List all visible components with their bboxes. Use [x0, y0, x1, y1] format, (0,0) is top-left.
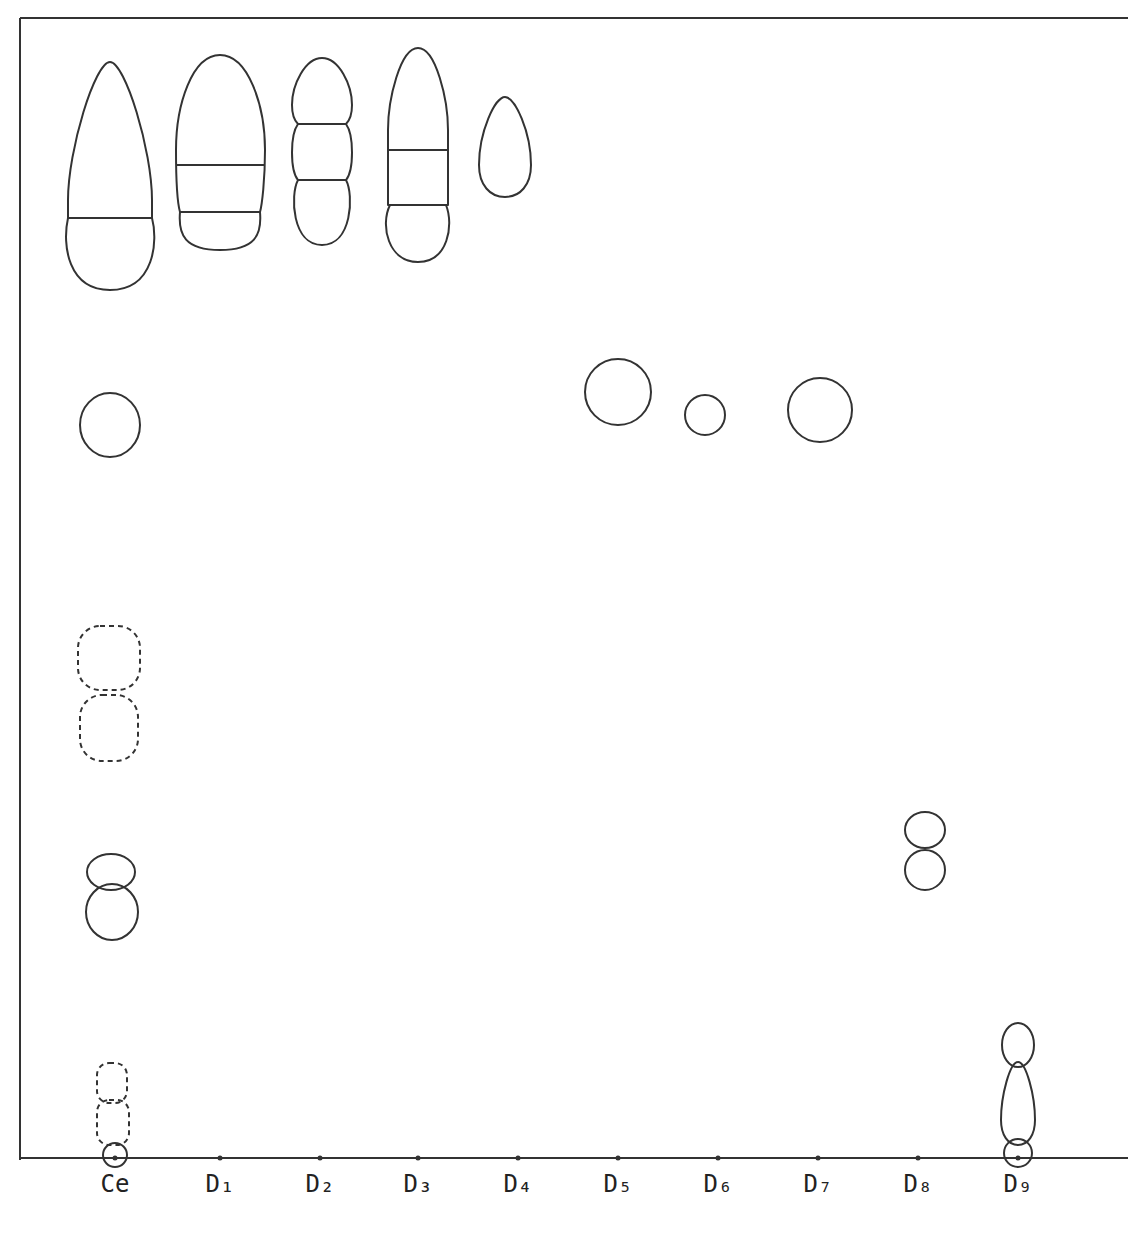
- lane-label: D₂: [306, 1170, 335, 1199]
- spot: [294, 180, 350, 245]
- faint-spot: [80, 695, 138, 761]
- spot: [292, 58, 352, 124]
- spot: [386, 205, 449, 262]
- plate-edge: [19, 18, 21, 1160]
- spot: [1004, 1139, 1032, 1167]
- origin-points: [113, 1156, 1021, 1161]
- spot: [103, 1143, 127, 1167]
- lane-label: D₈: [904, 1170, 933, 1199]
- spot: [86, 884, 138, 940]
- spot: [788, 378, 852, 442]
- lane-label: D₁: [206, 1170, 235, 1199]
- faint-spot: [78, 626, 140, 690]
- spot: [905, 850, 945, 890]
- spot: [66, 218, 154, 290]
- spot: [905, 812, 945, 848]
- spot-divider: [177, 164, 264, 166]
- faint-spot: [97, 1063, 127, 1103]
- spot: [585, 359, 651, 425]
- spot: [1001, 1062, 1035, 1145]
- spot: [180, 212, 261, 250]
- lane-label: D₄: [504, 1170, 533, 1199]
- spot: [292, 124, 352, 180]
- lane-label: D₅: [604, 1170, 633, 1199]
- spot-divider: [388, 149, 448, 151]
- origin-line: [20, 1157, 1128, 1159]
- plate-edge: [20, 17, 1128, 19]
- spot: [685, 395, 725, 435]
- spot: [1002, 1023, 1034, 1067]
- lane-label: Ce: [101, 1170, 130, 1199]
- spot: [176, 55, 265, 212]
- lane-label: D₆: [704, 1170, 733, 1199]
- spot: [80, 393, 140, 457]
- spot: [68, 62, 152, 218]
- faint-spot: [97, 1100, 129, 1145]
- spot: [479, 97, 531, 197]
- spot: [388, 48, 448, 205]
- lane-label: D₇: [804, 1170, 833, 1199]
- lane-label: D₃: [404, 1170, 433, 1199]
- lane-label: D₉: [1004, 1170, 1033, 1199]
